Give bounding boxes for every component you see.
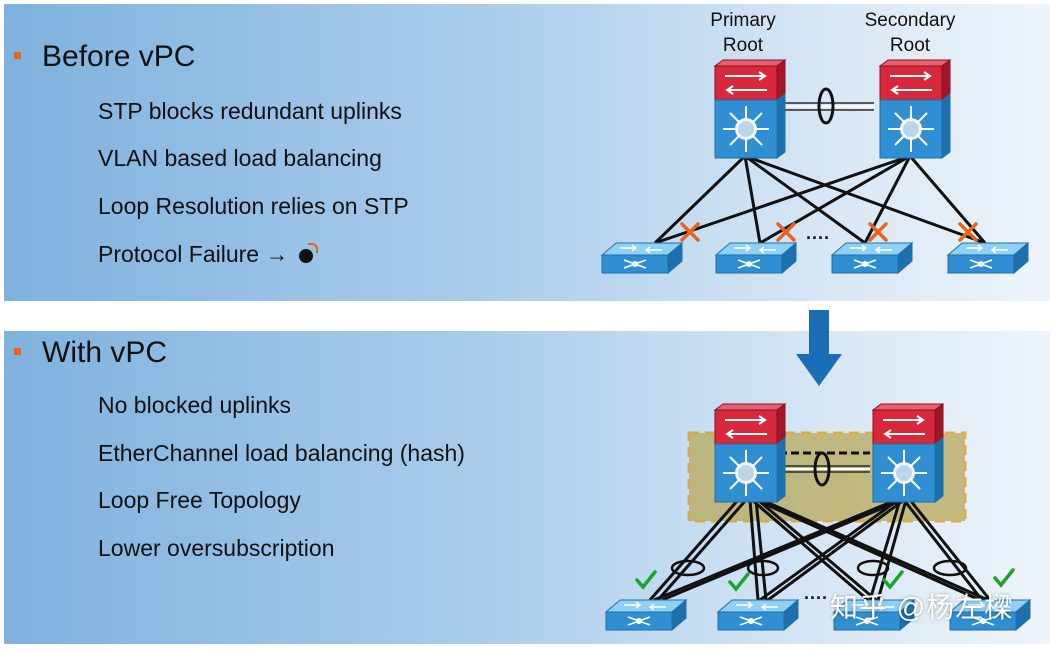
watermark: 知乎 @杨左樑 [830,592,1014,623]
blocked-x-icon [868,222,888,242]
with-bullet-3: Loop Free Topology [98,487,301,513]
bullet-square-icon [14,348,21,355]
access-switch-icon [831,242,913,274]
access-switch-icon [715,242,797,274]
check-icon [728,572,750,591]
access-switch-icon [601,242,683,274]
before-bullet-1: STP blocks redundant uplinks [98,98,402,124]
before-bullet-4-text: Protocol Failure → [98,241,289,267]
with-bullet-2: EtherChannel load balancing (hash) [98,440,465,466]
with-vpc-diagram: ···· [605,403,1031,631]
before-bullet-3: Loop Resolution relies on STP [98,193,409,219]
check-icon [993,568,1015,587]
before-vpc-diagram: ···· [601,59,1029,274]
before-peer-link [782,87,874,125]
with-uplinks [648,498,992,602]
check-icon [635,570,657,589]
down-arrow-icon [796,310,842,386]
with-ellipsis: ···· [804,588,828,608]
primary-root-label: Primary Root [710,10,776,56]
before-bullet-4: Protocol Failure → [98,241,318,268]
secondary-root-switch-icon [879,59,951,159]
before-vpc-heading-text: Before vPC [42,40,196,73]
with-vpc-heading-text: With vPC [42,336,168,369]
vpc-peer-switch-2-icon [872,403,944,503]
access-switch-icon [605,599,687,631]
with-bullet-1: No blocked uplinks [98,392,292,418]
secondary-root-label: Secondary Root [864,10,956,56]
bomb-icon [298,243,318,263]
access-switch-icon [947,242,1029,274]
before-bullet-2: VLAN based load balancing [98,145,382,171]
vpc-peer-switch-1-icon [714,403,786,503]
access-switch-icon [717,599,799,631]
with-vpc-heading: With vPC [14,336,168,370]
primary-root-switch-icon [714,59,786,159]
with-bullet-4: Lower oversubscription [98,535,335,561]
with-peer-link [779,451,870,487]
bullet-square-icon [14,52,21,59]
before-vpc-heading: Before vPC [14,40,196,74]
port-channel-ellipses [670,559,968,577]
before-ellipsis: ···· [806,228,830,248]
